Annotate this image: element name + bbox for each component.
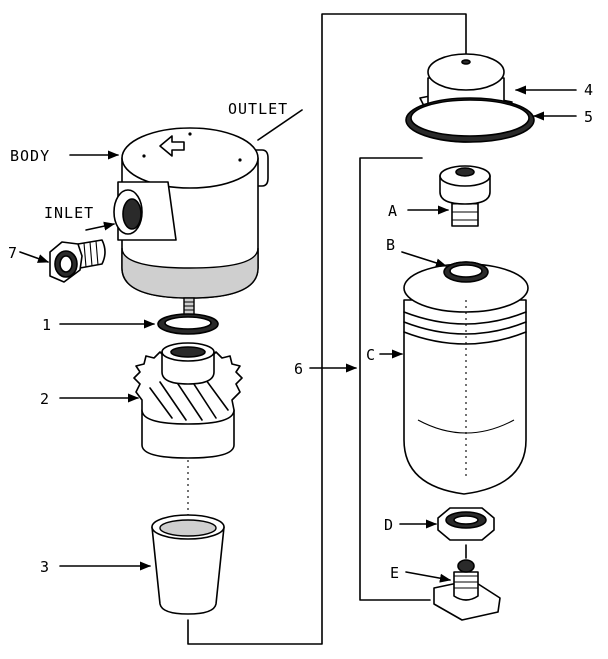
part-1-o-ring xyxy=(157,313,219,335)
assembly-connector-line xyxy=(187,13,467,645)
part-7-fitting xyxy=(49,239,106,283)
label-part-4: 4 xyxy=(584,81,594,99)
label-part-c: C xyxy=(366,346,376,364)
part-c-bowl xyxy=(403,261,529,495)
label-part-3: 3 xyxy=(40,558,50,576)
label-part-2: 2 xyxy=(40,390,50,408)
label-part-a: A xyxy=(388,202,398,220)
label-outlet: OUTLET xyxy=(228,100,288,118)
label-inlet: INLET xyxy=(44,204,94,222)
part-a-plug xyxy=(439,165,491,227)
label-body: BODY xyxy=(10,147,50,165)
part-d-nut xyxy=(437,507,495,541)
label-part-6: 6 xyxy=(294,360,304,378)
leader-arrows xyxy=(19,85,577,583)
label-part-d: D xyxy=(384,516,394,534)
label-part-b: B xyxy=(386,236,396,254)
label-part-5: 5 xyxy=(584,108,594,126)
label-part-1: 1 xyxy=(42,316,52,334)
part-5-large-o-ring xyxy=(405,97,535,143)
label-part-7: 7 xyxy=(8,244,18,262)
part-3-filter-element xyxy=(151,514,225,615)
kit-6-bracket xyxy=(359,157,431,601)
part-e-drain-valve xyxy=(433,544,501,621)
label-part-e: E xyxy=(390,564,400,582)
part-2-deflector xyxy=(133,342,243,459)
filter-body xyxy=(113,127,269,317)
